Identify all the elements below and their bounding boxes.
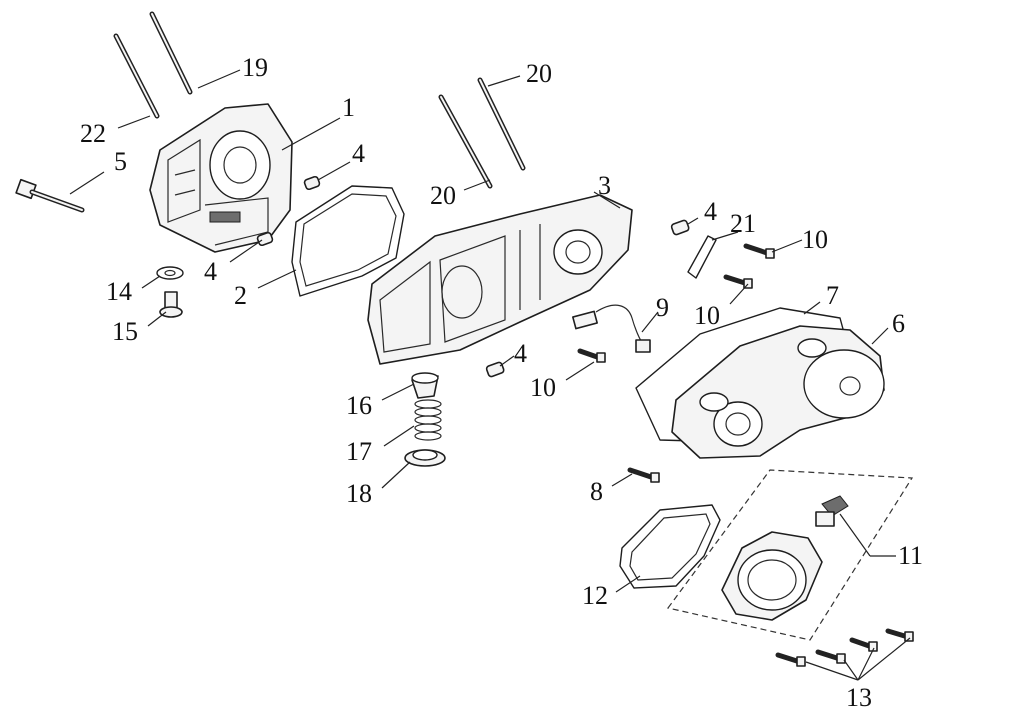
part-stud-22	[113, 33, 160, 119]
part-dowel-4a	[303, 175, 321, 191]
part-cap-16	[411, 372, 439, 399]
callout-12: 12	[582, 581, 608, 610]
part-crankcase-right-3	[367, 194, 633, 365]
part-gasket-2	[291, 185, 405, 297]
part-dowel-4d	[485, 361, 505, 378]
part-drain-bolt-15	[159, 291, 183, 318]
callout-4c: 4	[704, 197, 717, 226]
part-stud-20a	[438, 94, 493, 189]
part-stud-20b	[477, 77, 526, 171]
callout-20b: 20	[430, 181, 456, 210]
callout-16: 16	[346, 391, 372, 420]
part-kick-gasket-12	[619, 504, 721, 589]
callout-10a: 10	[802, 225, 828, 254]
callout-15: 15	[112, 317, 138, 346]
callout-14: 14	[106, 277, 132, 306]
part-bolt-5	[15, 178, 85, 213]
part-seal-18	[404, 449, 446, 467]
callout-8: 8	[590, 477, 603, 506]
callout-18: 18	[346, 479, 372, 508]
callout-3: 3	[598, 171, 611, 200]
callout-19: 19	[242, 53, 268, 82]
callout-17: 17	[346, 437, 372, 466]
part-link-21	[687, 235, 717, 279]
part-kickstart-assembly-11	[666, 469, 914, 641]
part-crankcase-left-1	[149, 103, 293, 253]
callout-1: 1	[342, 93, 355, 122]
callout-13: 13	[846, 683, 872, 712]
part-cvt-cover-6	[671, 325, 885, 459]
part-dowel-4b	[256, 231, 274, 247]
callout-6: 6	[892, 309, 905, 338]
callout-4d: 4	[514, 339, 527, 368]
callout-10b: 10	[694, 301, 720, 330]
callout-2: 2	[234, 281, 247, 310]
part-bolt-10b	[723, 274, 753, 289]
part-stud-19	[149, 11, 193, 95]
part-washer-14	[156, 266, 184, 280]
callout-9: 9	[656, 293, 669, 322]
part-bolt-10c	[577, 348, 606, 363]
callout-22: 22	[80, 119, 106, 148]
callout-5: 5	[114, 147, 127, 176]
callout-11: 11	[898, 541, 923, 570]
part-dowel-4c	[670, 219, 690, 236]
callout-7: 7	[826, 281, 839, 310]
part-sensor-9	[572, 304, 651, 353]
callout-10c: 10	[530, 373, 556, 402]
callout-4a: 4	[352, 139, 365, 168]
callout-21: 21	[730, 209, 756, 238]
part-bolts-13	[775, 628, 914, 667]
part-spring-17	[414, 399, 442, 441]
leader-lines	[69, 69, 911, 681]
callout-20a: 20	[526, 59, 552, 88]
part-bolt-10a	[743, 243, 775, 259]
callout-4b: 4	[204, 257, 217, 286]
part-bolt-8	[627, 467, 660, 483]
